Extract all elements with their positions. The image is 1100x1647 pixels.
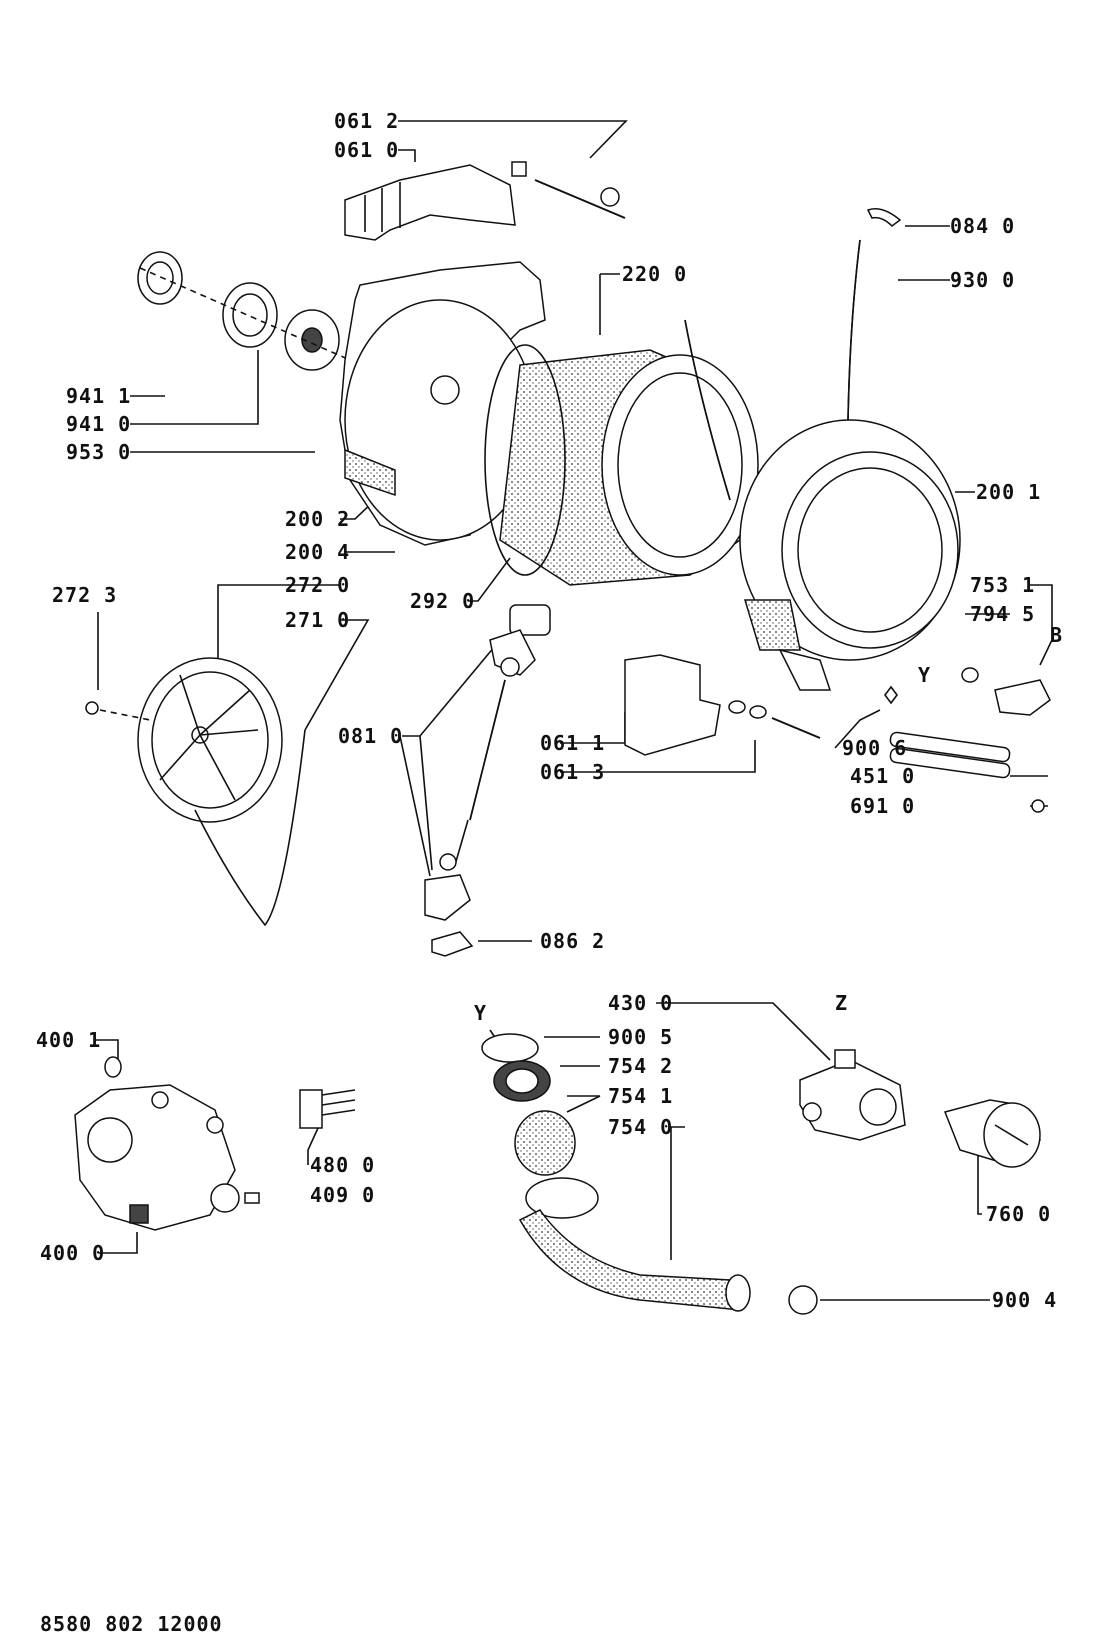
pulley	[85, 657, 306, 927]
bearings	[137, 251, 351, 371]
front-tub	[739, 419, 961, 691]
label-753-1: 753 1	[970, 573, 1036, 597]
label-760-0: 760 0	[986, 1202, 1052, 1226]
label-451-0: 451 0	[850, 764, 916, 788]
label-200-1: 200 1	[976, 480, 1042, 504]
label-220-0: 220 0	[622, 262, 688, 286]
label-754-1: 754 1	[608, 1084, 674, 1108]
label-200-2: 200 2	[285, 507, 351, 531]
mount-bracket	[624, 654, 821, 756]
label-691-0: 691 0	[850, 794, 916, 818]
label-b: B	[1050, 623, 1064, 647]
pump-filter	[943, 1099, 1041, 1168]
label-754-2: 754 2	[608, 1054, 674, 1078]
label-272-0: 272 0	[285, 573, 351, 597]
label-409-0: 409 0	[310, 1183, 376, 1207]
label-086-2: 086 2	[540, 929, 606, 953]
rear-tub	[339, 261, 546, 546]
label-953-0: 953 0	[66, 440, 132, 464]
label-084-0: 084 0	[950, 214, 1016, 238]
label-y-drain: Y	[474, 1001, 488, 1025]
label-930-0: 930 0	[950, 268, 1016, 292]
label-900-5: 900 5	[608, 1025, 674, 1049]
label-400-1: 400 1	[36, 1028, 102, 1052]
document-code: 8580 802 12000	[40, 1612, 223, 1636]
label-061-1: 061 1	[540, 731, 606, 755]
label-794-5: 794 5	[970, 602, 1036, 626]
label-941-1: 941 1	[66, 384, 132, 408]
drum	[484, 344, 759, 586]
label-941-0: 941 0	[66, 412, 132, 436]
label-081-0: 081 0	[338, 724, 404, 748]
label-y-front: Y	[918, 663, 932, 687]
label-061-3: 061 3	[540, 760, 606, 784]
label-272-3: 272 3	[52, 583, 118, 607]
label-271-0: 271 0	[285, 608, 351, 632]
counterweight-top	[344, 161, 626, 241]
drain-assembly	[481, 1033, 818, 1315]
heater-and-sensor	[884, 667, 1051, 813]
label-900-4: 900 4	[992, 1288, 1058, 1312]
label-292-0: 292 0	[410, 589, 476, 613]
label-754-0: 754 0	[608, 1115, 674, 1139]
pump	[799, 1049, 906, 1141]
shock-absorber	[424, 604, 551, 957]
label-900-6: 900 6	[842, 736, 908, 760]
label-480-0: 480 0	[310, 1153, 376, 1177]
label-z: Z	[835, 991, 849, 1015]
label-430-0: 430 0	[608, 991, 674, 1015]
label-400-0: 400 0	[40, 1241, 106, 1265]
hoses-top	[684, 208, 902, 501]
label-061-2: 061 2	[334, 109, 400, 133]
label-061-0: 061 0	[334, 138, 400, 162]
motor	[74, 1056, 356, 1231]
label-200-4: 200 4	[285, 540, 351, 564]
